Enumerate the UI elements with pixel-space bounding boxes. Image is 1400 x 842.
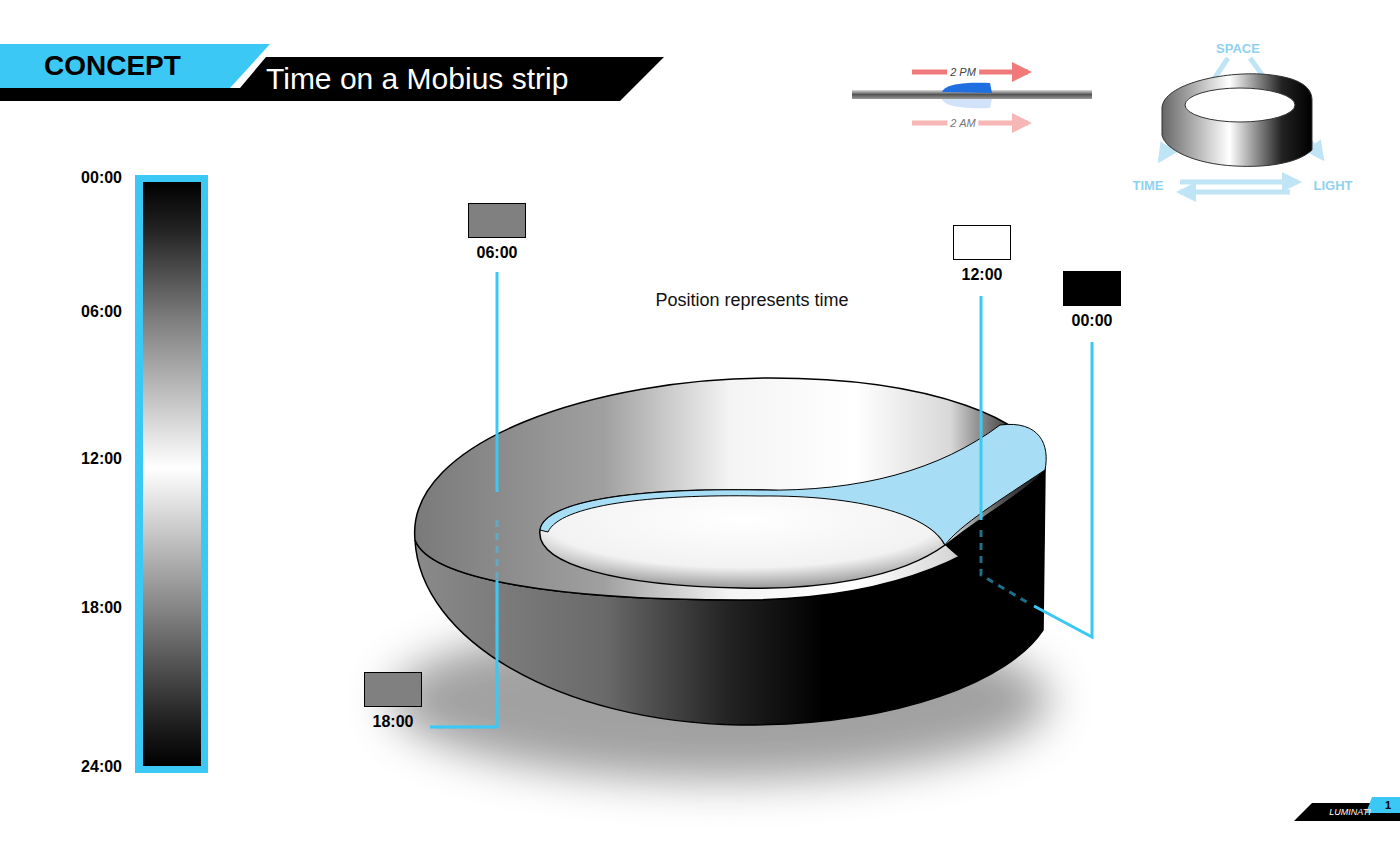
triangle-arrow	[1180, 190, 1290, 195]
time-swatch: 18:00	[362, 672, 424, 731]
time-label: 12:00	[951, 266, 1013, 284]
blue-wing	[942, 83, 992, 93]
color-swatch	[364, 672, 422, 707]
axis-tick: 18:00	[81, 599, 122, 617]
time-tag: 2 PM	[947, 66, 979, 78]
time-swatch: 06:00	[466, 203, 528, 262]
time-label: 06:00	[466, 244, 528, 262]
leader-line	[430, 580, 497, 727]
time-label: 00:00	[1061, 312, 1123, 330]
section-badge: CONCEPT	[0, 44, 270, 88]
page-number: 1	[1385, 799, 1391, 811]
leader-line	[496, 272, 499, 492]
leader-line	[430, 520, 497, 727]
time-gradient-bar	[143, 182, 201, 766]
footer-tab	[1366, 797, 1400, 813]
concept-word: TIME	[1132, 178, 1163, 193]
leader-line	[980, 296, 983, 520]
leader-line	[981, 530, 1030, 604]
axis-tick: 24:00	[81, 758, 122, 776]
header-band	[0, 88, 240, 101]
time-swatch: 12:00	[951, 225, 1013, 284]
heading-text: CONCEPT	[44, 50, 181, 82]
axis-tick: 06:00	[81, 303, 122, 321]
leader-line	[1034, 342, 1092, 637]
title-band: Time on a Mobius strip	[228, 57, 664, 101]
mini-mobius	[1162, 74, 1312, 167]
triangle-arrow	[1180, 180, 1298, 185]
time-swatch: 00:00	[1061, 271, 1123, 330]
mini-mobius-hole	[1185, 88, 1295, 122]
axis-tick: 12:00	[81, 450, 122, 468]
color-swatch	[953, 225, 1011, 260]
blue-wing-reflection	[942, 99, 992, 108]
footer-brand: LUMINATI	[1329, 807, 1370, 817]
band-fill	[0, 44, 270, 88]
bar-frame	[135, 175, 208, 773]
axis-tick: 00:00	[81, 169, 122, 187]
color-swatch	[1063, 271, 1121, 306]
note: Position represents time	[655, 290, 848, 311]
color-swatch	[468, 203, 526, 238]
concept-word: SPACE	[1216, 41, 1260, 56]
heading-text: Time on a Mobius strip	[266, 62, 568, 96]
strip-twist	[945, 470, 1045, 632]
band-fill	[228, 57, 664, 101]
time-tag: 2 AM	[947, 117, 978, 129]
concept-word: LIGHT	[1314, 178, 1353, 193]
time-label: 18:00	[362, 713, 424, 731]
